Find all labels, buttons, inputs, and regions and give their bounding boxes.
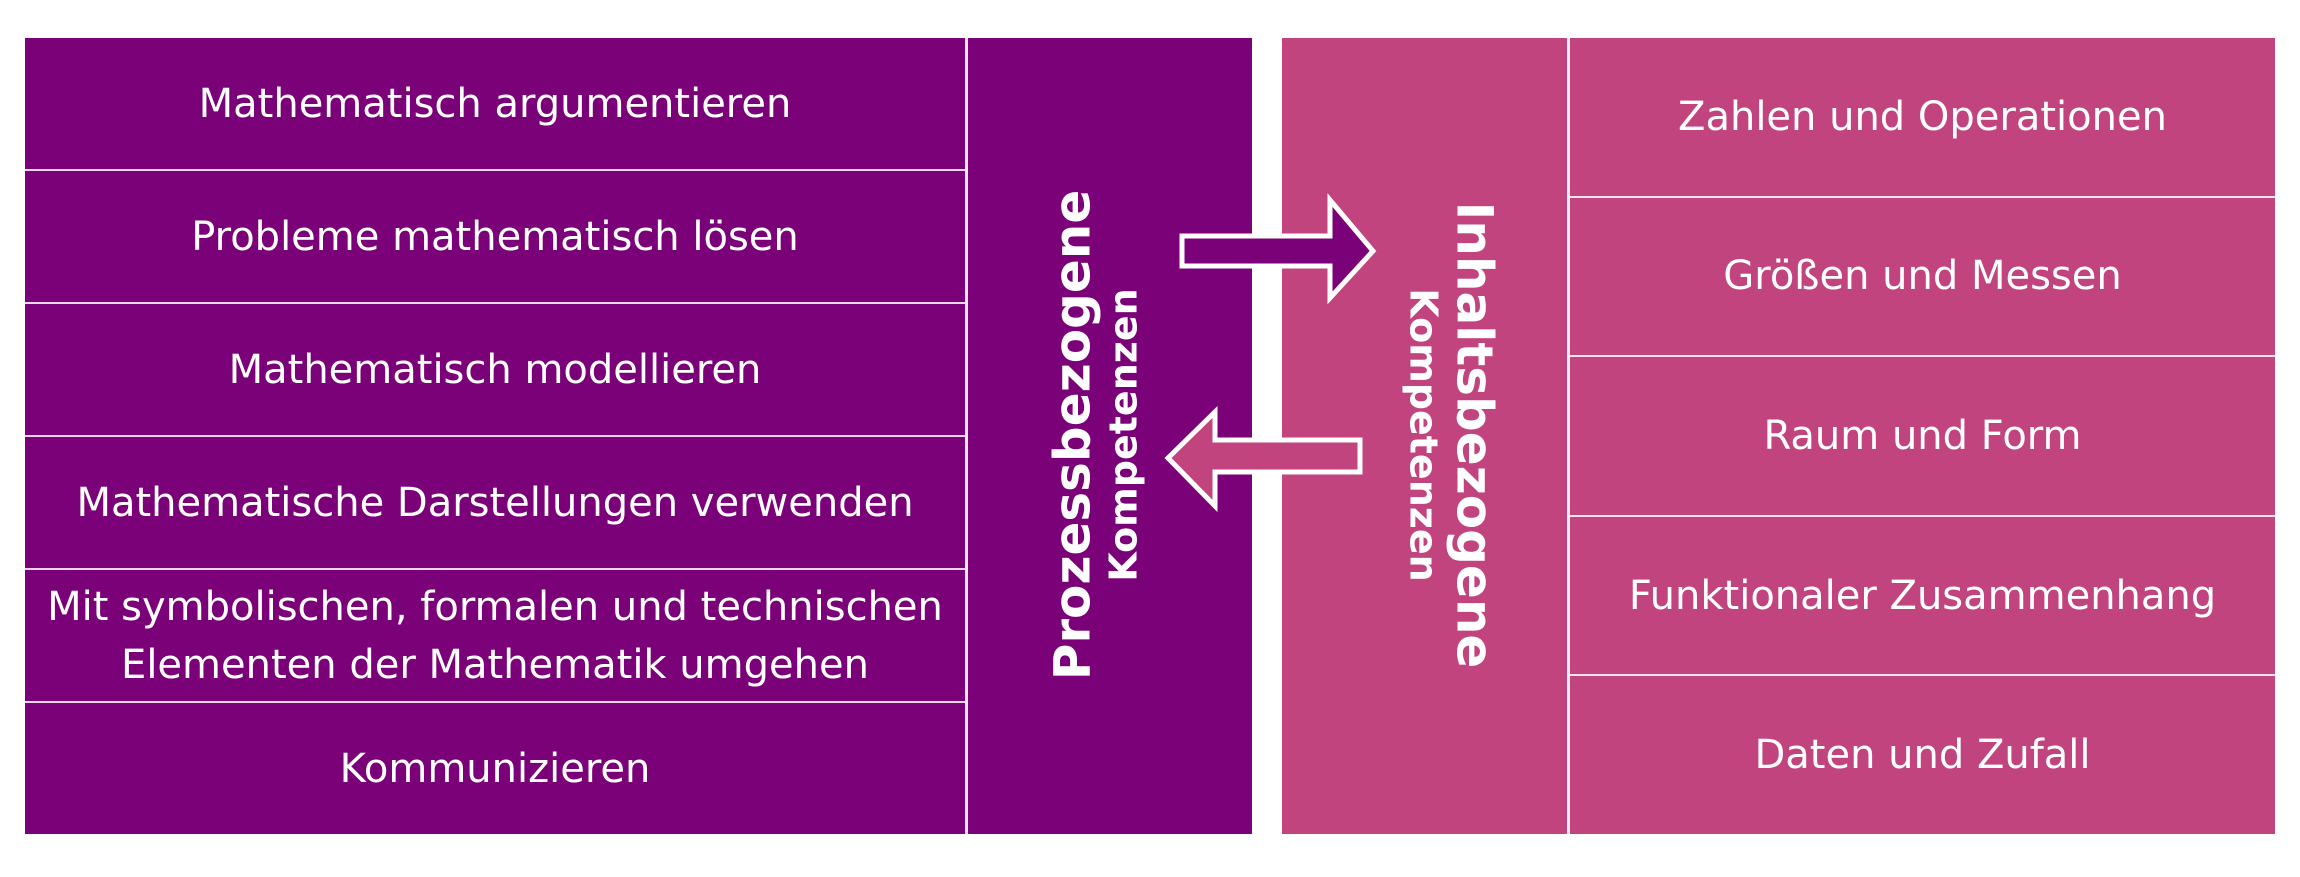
process-item-probleme-loesen: Probleme mathematisch lösen xyxy=(25,169,965,302)
arrow-right-icon xyxy=(1179,193,1377,305)
arrow-left-icon xyxy=(1164,406,1363,513)
content-item-groessen-messen: Größen und Messen xyxy=(1570,195,2275,356)
process-competencies-list: Mathematisch argumentieren Probleme math… xyxy=(25,38,965,834)
process-divider-line xyxy=(965,38,968,834)
content-competencies-block: Zahlen und Operationen Größen und Messen… xyxy=(1282,38,2275,834)
content-item-zahlen-operationen: Zahlen und Operationen xyxy=(1678,93,2167,140)
content-item-funktionaler-zusammenhang: Funktionaler Zusammenhang xyxy=(1570,514,2275,675)
content-item-daten-zufall: Daten und Zufall xyxy=(1570,674,2275,834)
process-competencies-block: Mathematisch argumentieren Probleme math… xyxy=(25,38,1252,834)
process-item-symbolische-elemente: Mit symbolischen, formalen und technisch… xyxy=(25,568,965,701)
content-competencies-list: Zahlen und Operationen Größen und Messen… xyxy=(1570,38,2275,834)
process-item-modellieren: Mathematisch modellieren xyxy=(25,302,965,435)
process-item-argumentieren: Mathematisch argumentieren xyxy=(198,80,792,127)
process-item-darstellungen: Mathematische Darstellungen verwenden xyxy=(25,435,965,568)
content-item-raum-form: Raum und Form xyxy=(1570,355,2275,515)
process-item-kommunizieren: Kommunizieren xyxy=(25,701,965,834)
content-divider-line xyxy=(1567,38,1570,834)
